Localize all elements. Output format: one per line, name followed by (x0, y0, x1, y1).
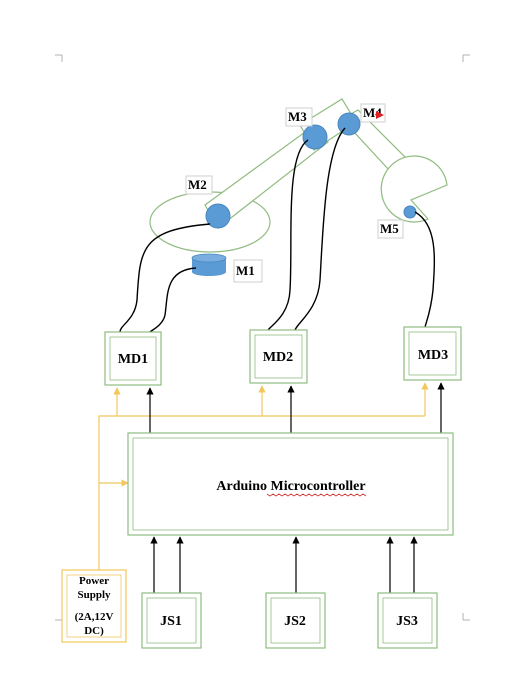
joystick-js1: JS1 (141, 592, 202, 649)
robot-arm (149, 98, 448, 276)
power-supply-line-2: Supply (77, 589, 111, 601)
motor-label-m1: M1 (233, 259, 263, 283)
wire-m1-md1 (149, 267, 197, 333)
motor-driver-md1: MD1 (104, 331, 162, 386)
power-wires (98, 382, 429, 570)
m4-red-arrow-icon (376, 111, 384, 119)
md2-label: MD2 (263, 350, 293, 365)
joystick-to-controller-arrows (150, 536, 418, 593)
power-supply-line-3: (2A,12V (75, 611, 114, 623)
controller-label: Arduino Microcontroller (216, 479, 365, 494)
motor-driver-md3: MD3 (403, 326, 462, 381)
power-supply: Power Supply (2A,12V DC) (61, 569, 127, 643)
motor-label-m4-text: M4 (363, 105, 382, 120)
motor-m1-shape (191, 253, 227, 276)
js3-label: JS3 (396, 614, 418, 629)
wire-m5-md3 (414, 211, 436, 328)
wire-m3-md2 (267, 139, 309, 331)
motor-label-m3-text: M3 (288, 109, 307, 124)
arduino-controller: Arduino Microcontroller (127, 432, 454, 536)
motor-label-m5: M5 (377, 219, 404, 239)
wire-m4-md2 (294, 127, 346, 331)
motor-m5-shape (403, 205, 417, 219)
motor-label-m1-text: M1 (236, 263, 255, 278)
power-supply-line-1: Power (79, 575, 109, 587)
motor-m3-shape (302, 124, 328, 150)
motor-label-m4: M4 (360, 103, 386, 123)
js2-label: JS2 (284, 614, 306, 629)
md1-label: MD1 (118, 352, 148, 367)
wire-m2-md1 (119, 223, 211, 333)
power-supply-line-4: DC) (84, 625, 104, 637)
motor-label-m5-text: M5 (380, 221, 399, 236)
js1-label: JS1 (160, 614, 182, 629)
gripper (380, 155, 448, 223)
controller-to-driver-arrows (146, 382, 445, 433)
page-corner-marks (55, 54, 470, 621)
motor-wires (119, 127, 436, 333)
motor-label-m3: M3 (285, 107, 313, 127)
spellcheck-underline (266, 493, 367, 497)
joystick-js2: JS2 (265, 592, 326, 649)
joystick-js3: JS3 (377, 592, 438, 649)
motor-label-m2: M2 (185, 175, 213, 195)
motor-m4-shape (337, 112, 361, 136)
md3-label: MD3 (418, 348, 448, 363)
motor-label-m2-text: M2 (188, 177, 207, 192)
motor-m2-shape (205, 203, 231, 229)
motor-driver-md2: MD2 (249, 329, 308, 384)
